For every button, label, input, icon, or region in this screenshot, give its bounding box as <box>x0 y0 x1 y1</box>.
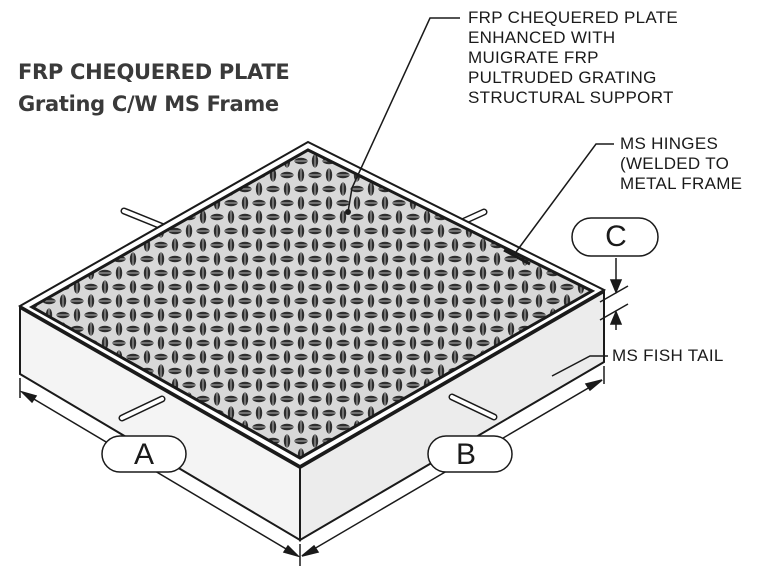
hinges-callout: MS HINGES (WELDED TO METAL FRAME <box>620 134 742 194</box>
leader-plate-tail <box>347 187 353 213</box>
leader-hinges <box>515 143 614 253</box>
dimension-b-label: B <box>455 438 476 471</box>
fishtail-callout: MS FISH TAIL <box>612 346 724 365</box>
plate-callout-line: STRUCTURAL SUPPORT <box>468 88 674 107</box>
hinges-callout-line: METAL FRAME <box>620 174 743 193</box>
hinges-callout-line: (WELDED TO <box>620 154 730 173</box>
dimension-a-tag <box>101 435 187 473</box>
plate-callout-line: MUIGRATE FRP <box>468 48 599 67</box>
plate-callout-line: PULTRUDED GRATING <box>468 68 657 87</box>
frame-right-side <box>299 290 605 542</box>
title-line-2: Grating C/W MS Frame <box>18 92 279 116</box>
chequered-plate <box>28 148 596 460</box>
plate-callout-line: FRP CHEQUERED PLATE <box>468 8 679 27</box>
dimension-c-label: C <box>605 220 627 253</box>
dimension-c <box>599 258 629 330</box>
dimension-a-label: A <box>133 438 154 471</box>
plate-callout-line: ENHANCED WITH <box>468 28 616 47</box>
leader-plate <box>351 17 460 189</box>
dimension-b-tag <box>427 435 513 473</box>
leader-fishtail <box>551 355 608 377</box>
title-line-1: FRP CHEQUERED PLATE <box>18 60 290 84</box>
hinges-callout-line: MS HINGES <box>620 134 719 153</box>
fish-tail-front-left-inner <box>120 397 164 420</box>
dimension-c-tag <box>571 217 659 257</box>
dimension-a <box>19 378 301 566</box>
ms-hinges <box>359 174 531 266</box>
fish-tail-front-right-inner <box>450 395 496 419</box>
plate-callout: FRP CHEQUERED PLATE ENHANCED WITH MUIGRA… <box>468 8 678 108</box>
